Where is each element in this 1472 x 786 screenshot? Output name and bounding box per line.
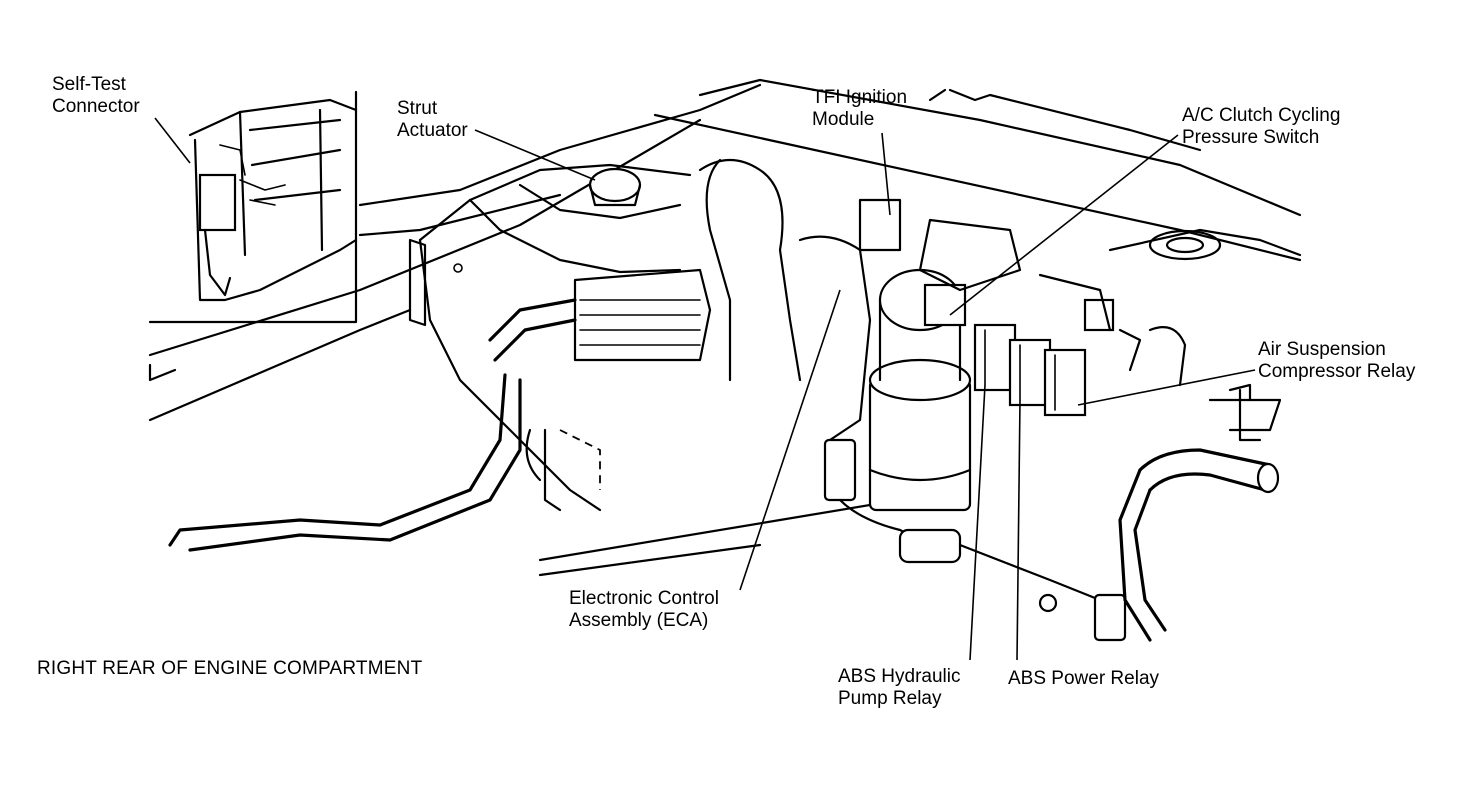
leader-air (1077, 369, 1256, 406)
strut-label-line2: Actuator (397, 120, 468, 141)
tfi-label-line1: TFI Ignition (812, 87, 908, 108)
tfi-ignition-module-label: TFI Ignition Module (812, 87, 907, 131)
diagram-caption: RIGHT REAR OF ENGINE COMPARTMENT (37, 658, 423, 679)
relays (973, 298, 1115, 417)
self-test-connector-label: Self-Test Connector (52, 74, 140, 118)
ac-clutch-cycling-switch-label: A/C Clutch Cycling Pressure Switch (1182, 105, 1340, 149)
air-suspension-relay-label: Air Suspension Compressor Relay (1258, 339, 1415, 383)
leader-tfi (881, 132, 891, 216)
leader-abs-hyd (969, 384, 986, 661)
tfi-label-line2: Module (812, 109, 875, 130)
abs-hyd-label-line1: ABS Hydraulic (838, 666, 961, 687)
inset-detail (148, 90, 358, 324)
body-outline (148, 78, 1302, 577)
wiring (168, 158, 1282, 642)
eca-label-line1: Electronic Control (569, 588, 719, 609)
abs-power-label-line1: ABS Power Relay (1008, 668, 1160, 689)
leader-abs-power (1016, 399, 1021, 661)
eca-label: Electronic Control Assembly (ECA) (569, 588, 719, 632)
strut-actuator-label: Strut Actuator (397, 98, 468, 142)
eca-label-line2: Assembly (ECA) (569, 610, 709, 631)
strut-tower (418, 163, 692, 512)
canister (868, 268, 972, 512)
air-label-line1: Air Suspension (1258, 339, 1386, 360)
ac-label-line1: A/C Clutch Cycling (1182, 105, 1341, 126)
leader-strut (474, 129, 596, 181)
abs-hyd-label-line2: Pump Relay (838, 688, 942, 709)
abs-hydraulic-pump-relay-label: ABS Hydraulic Pump Relay (838, 666, 961, 710)
strut-label-line1: Strut (397, 98, 438, 119)
self-test-label-line2: Connector (52, 96, 140, 117)
ac-label-line2: Pressure Switch (1182, 127, 1320, 148)
self-test-label-line1: Self-Test (52, 74, 126, 95)
leader-eca (739, 289, 841, 591)
leader-self-test (154, 117, 191, 164)
abs-power-relay-label: ABS Power Relay (1008, 668, 1159, 690)
air-label-line2: Compressor Relay (1258, 361, 1416, 382)
leader-lines (154, 117, 1256, 661)
leader-ac (949, 134, 1179, 316)
